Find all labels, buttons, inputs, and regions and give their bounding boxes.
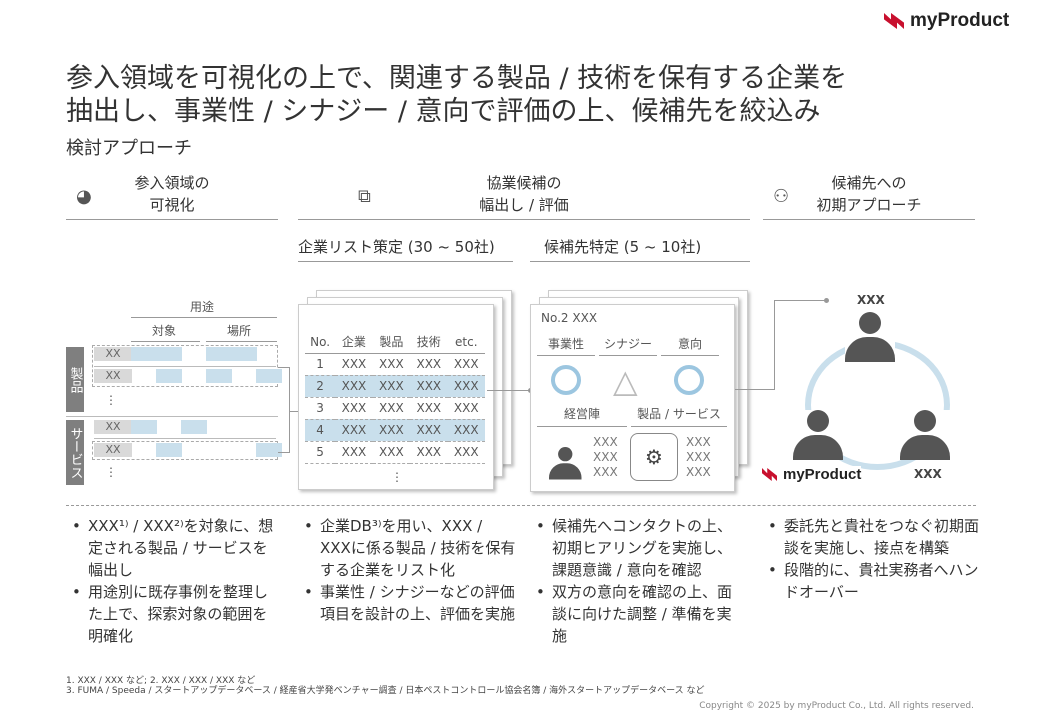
circle-rating-icon	[674, 365, 704, 395]
person-icon	[900, 410, 950, 460]
section-title: 候補先への	[831, 174, 907, 192]
section-title: 協業候補の	[486, 174, 562, 192]
pie-chart-icon: ◕	[76, 186, 92, 207]
brand-logo: myProduct	[884, 10, 1009, 32]
org-chart-icon: ⧉	[358, 186, 371, 207]
title-line-1: 参入領域を可視化の上で、関連する製品 / 技術を保有する企業を	[66, 63, 848, 94]
section-title: 初期アプローチ	[816, 196, 922, 214]
product-label: 製品	[66, 347, 84, 412]
gears-icon: ⚙	[630, 433, 678, 481]
subhead-company-list: 企業リスト策定 (30 ~ 50社)	[298, 236, 513, 262]
triangle-rating-icon: △	[613, 362, 638, 400]
criteria-label: シナジー	[599, 335, 657, 356]
copyright: Copyright © 2025 by myProduct Co., Ltd. …	[699, 701, 974, 711]
matrix-row-label: XX	[94, 420, 132, 434]
bullets-visualize: XXX¹⁾ / XXX²⁾を対象に、想定される製品 / サービスを幅出し用途別に…	[70, 515, 280, 647]
matrix-row-label: XX	[94, 347, 132, 361]
brand-name: myProduct	[910, 10, 1010, 31]
title-line-2: 抽出し、事業性 / シナジー / 意向で評価の上、候補先を絞込み	[66, 96, 821, 127]
brand-logo: myProduct	[762, 466, 862, 483]
products-label: 製品 / サービス	[631, 405, 727, 427]
person-icon	[845, 312, 895, 362]
matrix-row-label: XX	[94, 369, 132, 383]
person-icon	[793, 410, 843, 460]
team-label: 経営陣	[537, 405, 627, 427]
meeting-icon: ⚇	[773, 186, 790, 207]
bullets-candidates: 候補先へコンタクトの上、初期ヒアリングを実施し、課題意識 / 意向を確認双方の意…	[534, 515, 744, 647]
usage-label: 用途	[190, 300, 215, 314]
matrix-row-label: XX	[94, 443, 132, 457]
service-label: サービス	[66, 420, 84, 485]
bullets-approach: 委託先と貴社をつなぐ初期面談を実施し、接点を構築段階的に、貴社実務者へハンドオー…	[766, 515, 981, 603]
section-approach: ⚇ 候補先への初期アプローチ	[763, 172, 975, 220]
criteria-label: 意向	[661, 335, 719, 356]
place-label: 場所	[227, 324, 252, 338]
candidate-name: No.2 XXX	[541, 311, 598, 325]
section-title: 可視化	[149, 196, 195, 214]
approach-right-label: XXX	[914, 467, 942, 481]
subhead-candidates: 候補先特定 (5 ~ 10社)	[530, 236, 750, 262]
section-visualize: ◕ 参入領域の可視化	[66, 172, 278, 220]
candidate-card: No.2 XXX 事業性 シナジー 意向 △ 経営陣 製品 / サービス XXX…	[530, 304, 735, 492]
page-title: 参入領域を可視化の上で、関連する製品 / 技術を保有する企業を抽出し、事業性 /…	[66, 62, 847, 128]
more-dots: ⋮	[105, 465, 117, 479]
more-dots: ⋮	[105, 393, 117, 407]
target-label: 対象	[152, 324, 177, 338]
approach-top-label: XXX	[857, 293, 885, 307]
more-dots: ⋮	[391, 470, 403, 484]
page-subtitle: 検討アプローチ	[66, 138, 192, 159]
section-evaluate: ⧉ 協業候補の幅出し / 評価	[298, 172, 750, 220]
criteria-label: 事業性	[537, 335, 595, 356]
bullets-list: 企業DB³⁾を用い、XXX / XXXに係る製品 / 技術を保有する企業をリスト…	[302, 515, 517, 625]
section-title: 参入領域の	[134, 174, 210, 192]
circle-rating-icon	[551, 365, 581, 395]
person-icon	[549, 447, 582, 480]
logo-mark-icon	[884, 13, 904, 29]
section-title: 幅出し / 評価	[479, 196, 569, 214]
